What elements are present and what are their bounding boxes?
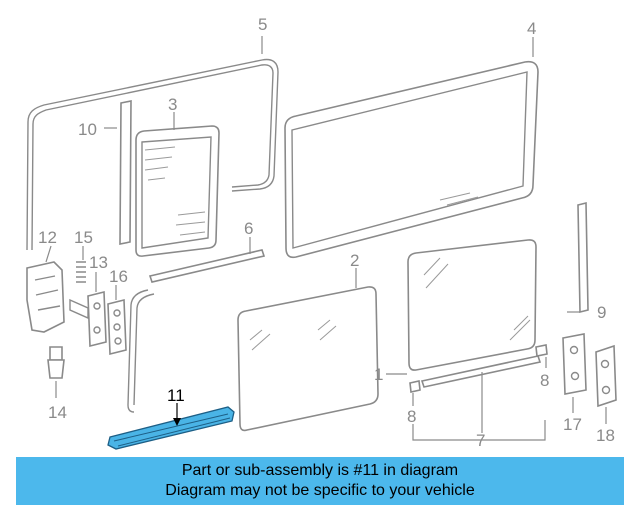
part-16-plate bbox=[107, 298, 127, 356]
hinge-bracket bbox=[69, 298, 89, 320]
callout-13: 13 bbox=[89, 253, 108, 272]
part-14-pin bbox=[47, 346, 65, 379]
banner-line-1: Part or sub-assembly is #11 in diagram bbox=[181, 462, 459, 479]
info-banner: Part or sub-assembly is #11 in diagram D… bbox=[16, 457, 624, 505]
callout-15: 15 bbox=[74, 228, 93, 247]
part-2-door-glass bbox=[237, 286, 379, 432]
callout-8-left: 8 bbox=[407, 407, 416, 426]
part-9-strip bbox=[577, 201, 589, 314]
callout-8-right: 8 bbox=[540, 371, 549, 390]
run-channel bbox=[127, 289, 155, 413]
callout-17: 17 bbox=[563, 415, 582, 434]
callout-16: 16 bbox=[109, 267, 128, 286]
callout-3: 3 bbox=[168, 95, 177, 114]
callout-7: 7 bbox=[476, 431, 485, 450]
part-15-spring bbox=[76, 261, 86, 283]
part-5-seal bbox=[26, 58, 279, 251]
part-11-highlighted-strip bbox=[107, 406, 235, 450]
callout-10: 10 bbox=[78, 120, 97, 139]
part-4-side-glass bbox=[284, 60, 539, 259]
callout-14: 14 bbox=[48, 403, 67, 422]
leader-lines bbox=[45, 36, 607, 441]
callout-1: 1 bbox=[374, 365, 383, 384]
part-18-plate bbox=[595, 344, 617, 408]
callout-9: 9 bbox=[597, 303, 606, 322]
callout-18: 18 bbox=[596, 426, 615, 445]
part-17-plate bbox=[562, 333, 587, 395]
part-1-sliding-glass bbox=[407, 239, 537, 371]
part-3-vent-window bbox=[135, 125, 220, 257]
callout-11: 11 bbox=[167, 386, 185, 405]
part-8-clip-right bbox=[535, 344, 548, 357]
part-8-clip-left bbox=[409, 380, 421, 393]
banner-line-2: Diagram may not be specific to your vehi… bbox=[165, 482, 475, 499]
part-12-latch bbox=[26, 261, 65, 333]
callout-6: 6 bbox=[244, 219, 253, 238]
callout-4: 4 bbox=[527, 19, 536, 38]
callout-12: 12 bbox=[38, 228, 57, 247]
callout-2: 2 bbox=[350, 251, 359, 270]
part-6-molding bbox=[148, 249, 266, 283]
part-7-rail bbox=[420, 355, 542, 388]
part-10-strip bbox=[119, 100, 132, 245]
callout-5: 5 bbox=[258, 15, 267, 34]
part-13-plate bbox=[87, 290, 107, 348]
